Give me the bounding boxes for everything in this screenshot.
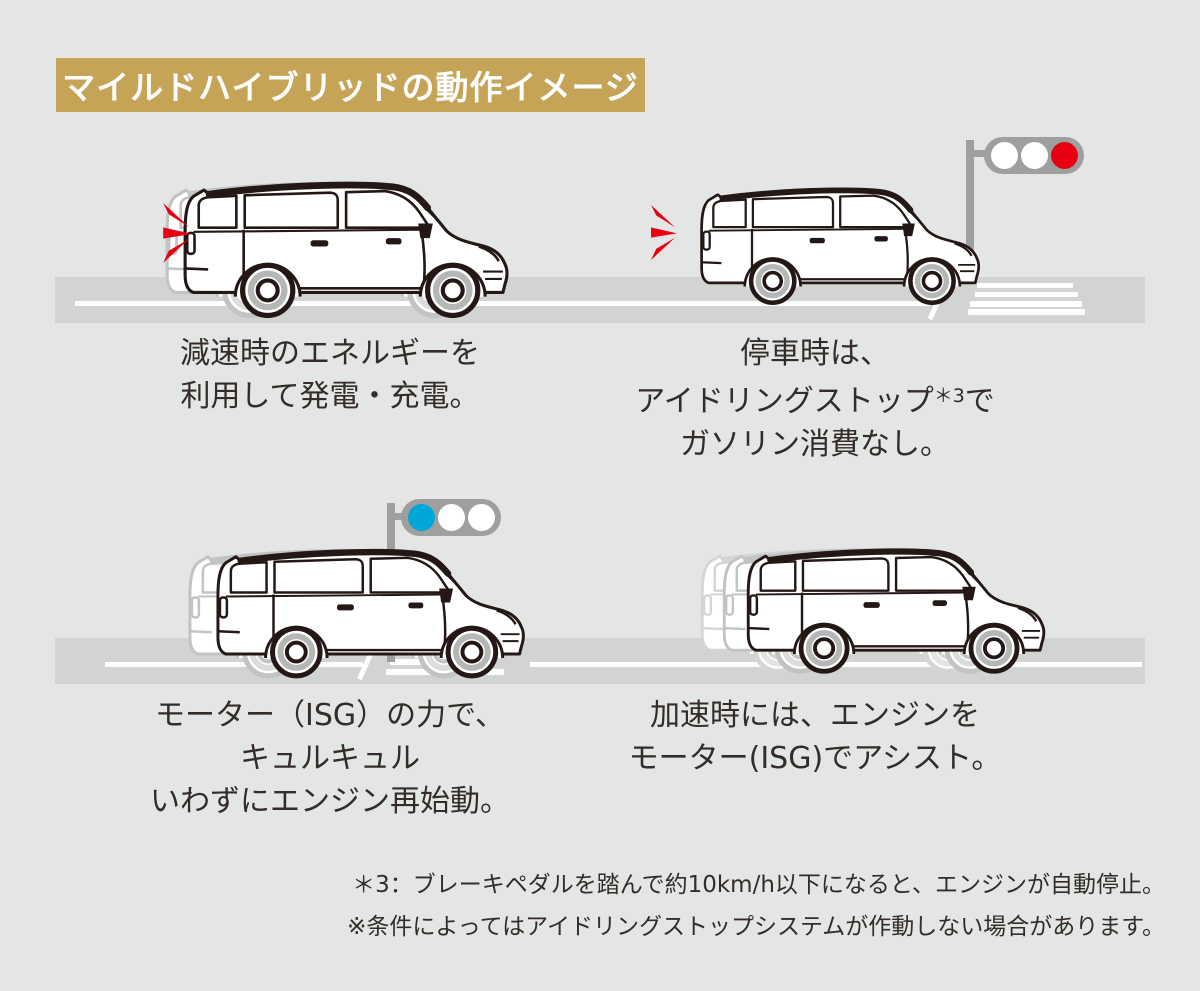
caption-line: 停車時は、 — [740, 336, 890, 371]
signal-lamp-white — [990, 142, 1018, 169]
section-title: マイルドハイブリッドの動作イメージ — [62, 68, 639, 107]
car-illustration-stopped — [648, 170, 1008, 320]
caption-line: アイドリングストップ＊3で — [585, 375, 1045, 423]
lane-line — [75, 301, 930, 306]
crosswalk-stripe — [977, 283, 1073, 288]
car-illustration-accelerating — [670, 528, 1070, 688]
caption-acceleration: 加速時には、エンジンを モーター(ISG)でアシスト。 — [585, 694, 1045, 780]
signal-lamp-white — [467, 504, 495, 531]
lane-line — [105, 662, 363, 667]
caption-deceleration: 減速時のエネルギーを 利用して発電・充電。 — [100, 332, 560, 418]
signal-pole — [966, 140, 974, 278]
caption-line: いわずにエンジン再始動。 — [150, 784, 510, 819]
caption-line: 減速時のエネルギーを — [180, 336, 480, 371]
caption-line: モーター（ISG）の力で、 — [155, 698, 505, 733]
caption-line: キュルキュル — [240, 741, 420, 776]
signal-lamp-blue — [407, 504, 435, 531]
crosswalk-stripe — [968, 309, 1085, 315]
signal-lamp-red — [1050, 142, 1078, 169]
signal-housing — [984, 137, 1084, 174]
caption-idling-stop: 停車時は、 アイドリングストップ＊3で ガソリン消費なし。 — [585, 332, 1045, 466]
crosswalk-stripe — [970, 301, 1082, 307]
caption-engine-restart: モーター（ISG）の力で、 キュルキュル いわずにエンジン再始動。 — [100, 694, 560, 823]
regen-spark-icon — [163, 203, 197, 263]
signal-arm — [387, 513, 407, 520]
footnotes: ＊3：ブレーキペダルを踏んで約10km/h以下になると、エンジンが自動停止。 ※… — [347, 864, 1165, 948]
signal-lamp-white — [437, 504, 465, 531]
section-title-banner: マイルドハイブリッドの動作イメージ — [56, 58, 645, 112]
crosswalk-stripe — [975, 292, 1078, 297]
car-illustration-restarting — [160, 528, 540, 688]
caption-line: 利用して発電・充電。 — [180, 379, 480, 414]
footnote-line: ＊3：ブレーキペダルを踏んで約10km/h以下になると、エンジンが自動停止。 — [352, 872, 1165, 898]
footnote-marker: ＊3 — [933, 385, 965, 407]
caption-line: ガソリン消費なし。 — [680, 427, 950, 462]
crosswalk — [952, 277, 1145, 323]
signal-arm — [966, 150, 990, 157]
footnote-line: ※条件によってはアイドリングストップシステムが作動しない場合があります。 — [347, 914, 1165, 940]
signal-lamp-white — [1020, 142, 1048, 169]
caption-text: アイドリングストップ — [635, 384, 934, 419]
caption-text: で — [964, 384, 995, 419]
regen-spark-icon — [651, 205, 682, 260]
caption-line: モーター(ISG)でアシスト。 — [628, 741, 1002, 776]
caption-line: 加速時には、エンジンを — [650, 698, 980, 733]
signal-housing — [401, 499, 501, 536]
